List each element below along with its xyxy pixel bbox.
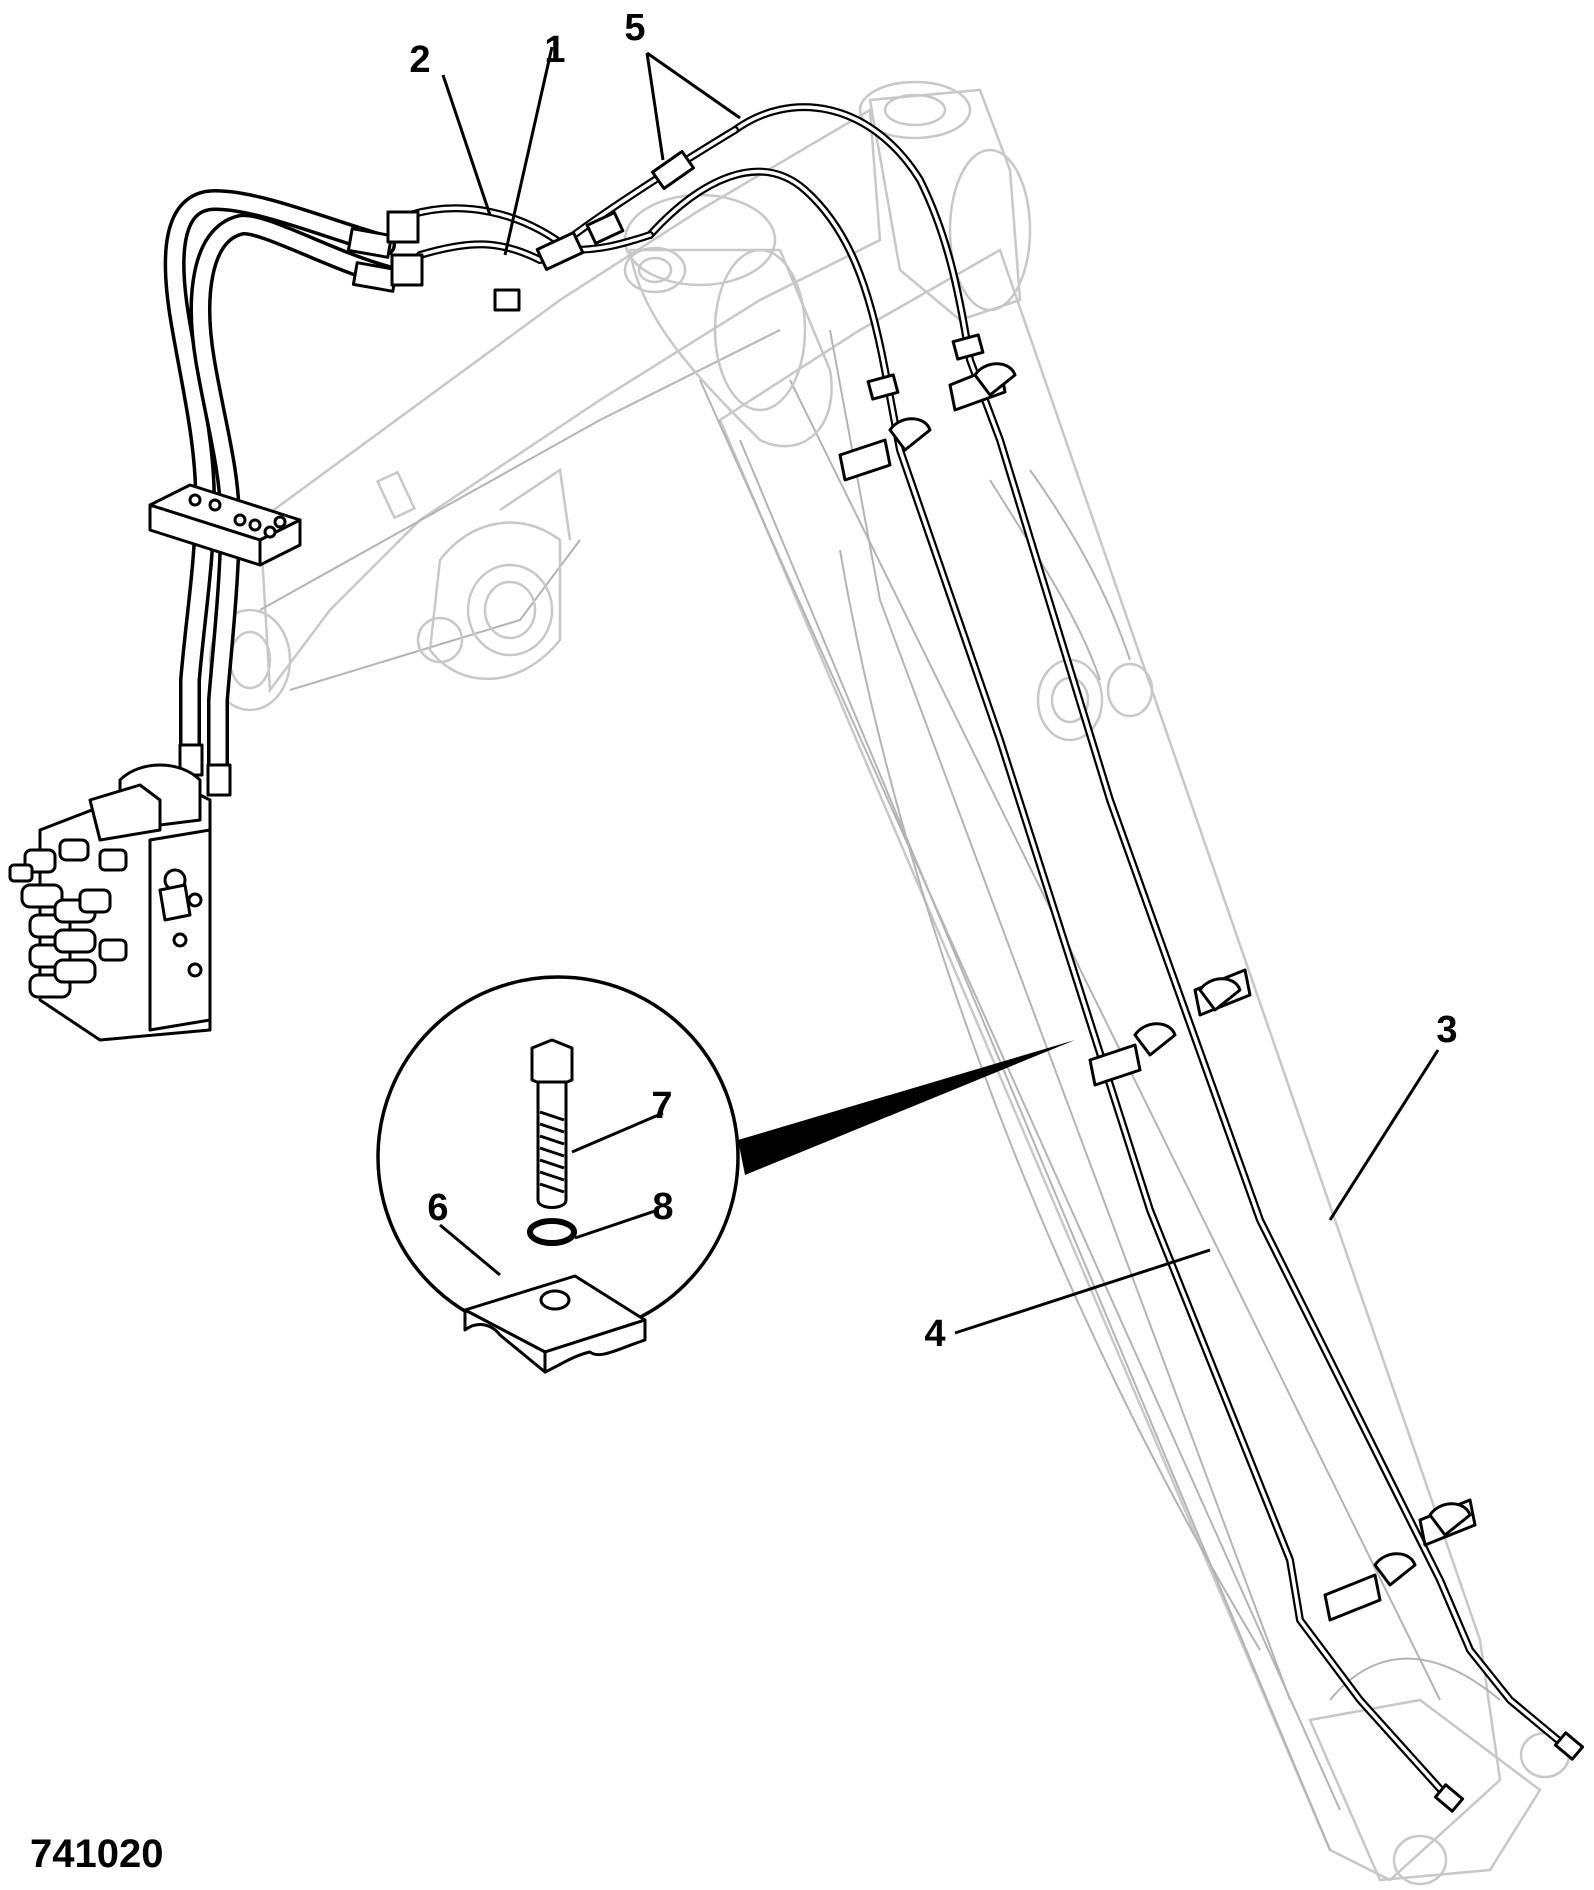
hydraulic-pipes	[646, 103, 1585, 1813]
clamp-mid-left	[1088, 1022, 1177, 1087]
bolt	[530, 1038, 574, 1209]
hoses-left	[163, 189, 424, 797]
callout-7: 7	[651, 1085, 672, 1127]
clamp-upper-right	[948, 362, 1017, 412]
leader-lines	[439, 46, 1440, 1335]
callout-3: 3	[1436, 1009, 1457, 1051]
clamp-mid-right	[1193, 968, 1252, 1017]
callout-1: 1	[544, 29, 565, 71]
callout-4: 4	[924, 1313, 945, 1355]
pipe-clamp	[463, 1274, 647, 1374]
hose-clamp-block	[148, 483, 302, 567]
clamp-lower-left	[1323, 1552, 1417, 1622]
callout-6: 6	[427, 1187, 448, 1229]
callout-5: 5	[624, 7, 645, 49]
callout-labels: 1 2 5 3 4 7 8 6	[409, 7, 1457, 1355]
excavator-arm-outline	[208, 80, 1571, 1886]
callout-2: 2	[409, 39, 430, 81]
pipe-clamps	[838, 362, 1477, 1622]
hoses-upper	[406, 126, 739, 312]
control-valve-block	[8, 763, 212, 1042]
clamp-lower-right	[1418, 1498, 1477, 1547]
callout-8: 8	[652, 1186, 673, 1228]
figure-number: 741020	[30, 1832, 163, 1876]
clamp-upper-left	[838, 417, 932, 482]
lock-washer	[527, 1218, 577, 1246]
